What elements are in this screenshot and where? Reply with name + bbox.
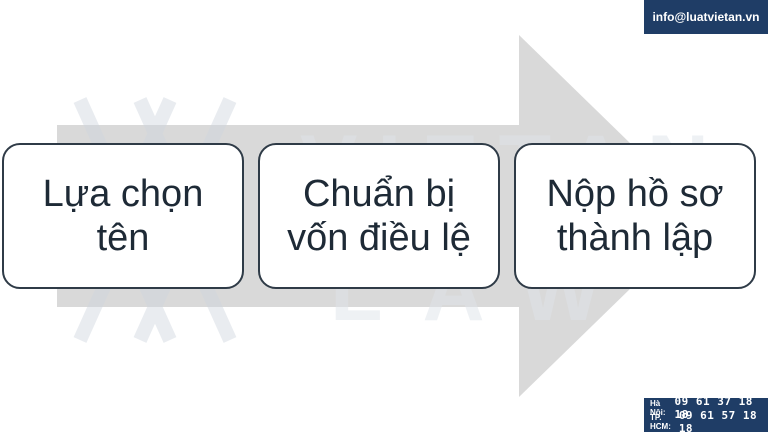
contact-row-hcm: TP. HCM: 09 61 57 18 18	[650, 409, 762, 435]
contact-label-hanoi: Hà Nội:	[650, 399, 666, 417]
contact-phone-hanoi[interactable]: 09 61 37 18 18	[674, 395, 753, 421]
step-box-2: Chuẩn bị vốn điều lệ	[258, 143, 500, 289]
contact-row-hanoi: Hà Nội: 09 61 37 18 18	[650, 395, 762, 421]
step-label-3: Nộp hồ sơ thành lập	[546, 173, 724, 259]
step-label-2: Chuẩn bị vốn điều lệ	[287, 173, 471, 259]
contact-label-hcm: TP. HCM:	[650, 413, 671, 431]
contact-badge: Hà Nội: 09 61 37 18 18 TP. HCM: 09 61 57…	[644, 395, 768, 435]
contact-phone-hcm[interactable]: 09 61 57 18 18	[678, 409, 758, 435]
step-box-3: Nộp hồ sơ thành lập	[514, 143, 756, 289]
email-badge[interactable]: info@luatvietan.vn	[644, 0, 768, 34]
step-box-1: Lựa chọn tên	[2, 143, 244, 289]
step-label-1: Lựa chọn tên	[42, 173, 204, 259]
email-text[interactable]: info@luatvietan.vn	[652, 10, 760, 24]
